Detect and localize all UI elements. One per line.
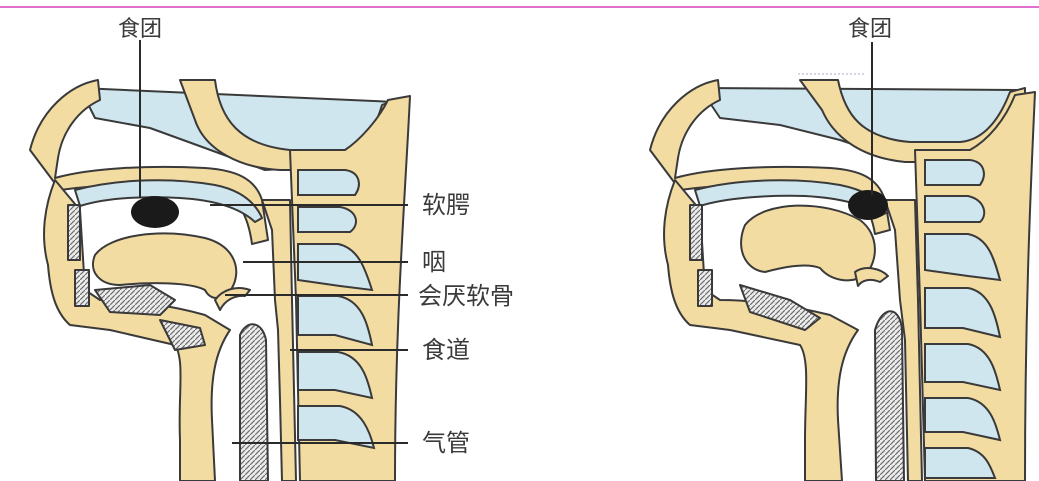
left-pointer-lines xyxy=(139,40,408,444)
right-tongue xyxy=(740,204,876,282)
right-bolus xyxy=(848,190,888,220)
left-trachea xyxy=(239,323,269,481)
right-bolus-label: 食团 xyxy=(848,17,892,42)
right-teeth-upper xyxy=(689,204,703,261)
right-teeth-lower xyxy=(697,269,713,307)
epiglottis-label: 会厌软骨 xyxy=(418,282,514,310)
trachea-label: 气管 xyxy=(422,429,470,457)
left-vertebrae xyxy=(297,169,376,450)
right-vertebrae xyxy=(924,159,1002,479)
pharynx-label: 咽 xyxy=(422,248,446,276)
left-teeth-upper xyxy=(67,204,81,261)
right-epiglottis-shape xyxy=(854,267,889,287)
right-jaw-muscle xyxy=(739,284,821,331)
left-face-outline xyxy=(43,179,231,481)
left-jaw-muscle xyxy=(94,284,176,316)
left-bolus xyxy=(131,196,179,228)
left-palate-membrane xyxy=(74,179,263,223)
esophagus-label: 食道 xyxy=(422,336,470,364)
left-teeth-lower xyxy=(74,269,90,307)
left-bolus-label: 食团 xyxy=(118,17,162,42)
left-hyoid-muscle xyxy=(159,319,206,351)
right-spine-bone xyxy=(914,91,1036,481)
soft-palate-label: 软腭 xyxy=(422,191,470,219)
right-pharynx-wall xyxy=(884,199,923,481)
right-trachea xyxy=(874,310,905,481)
left-pharynx-wall xyxy=(261,199,297,481)
